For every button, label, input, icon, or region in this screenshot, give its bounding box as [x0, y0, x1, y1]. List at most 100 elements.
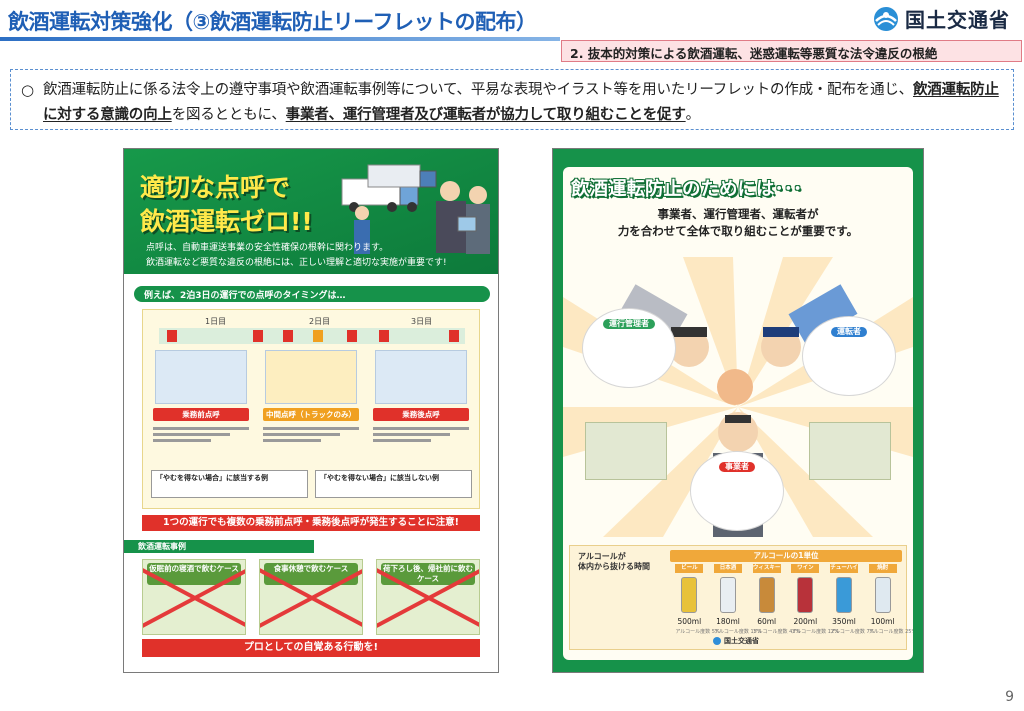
leaflet1-slogan: プロとしての自覚ある行動を!	[142, 639, 480, 657]
ministry-logo: 国土交通省	[873, 4, 1010, 33]
page-number: 9	[1005, 689, 1014, 705]
drink-alcohol-percent: アルコール度数 12%	[791, 629, 839, 635]
case-caption: 食事休憩で飲むケース	[264, 563, 358, 585]
timeline-bar	[159, 328, 465, 344]
business-operator-bubble: 事業者	[691, 452, 783, 530]
timeline-marker	[283, 330, 293, 342]
timeline-marker	[313, 330, 323, 342]
lead-emphasis-2: 事業者、運行管理者及び運転者が協力して取り組むことを促す	[285, 107, 686, 123]
drink-container-icon	[836, 577, 852, 613]
manager-photo-illustration	[585, 422, 667, 480]
non-applicable-case-title: 「やむを得ない場合」に該当しない例	[320, 474, 439, 482]
leaflet1-header-band	[124, 149, 498, 274]
leaflet1-intro-line1: 点呼は、自動車運送事業の安全性確保の根幹に関わります。	[146, 243, 389, 253]
post-duty-check-illustration	[375, 350, 467, 404]
alcohol-unit-heading: アルコールの1単位	[670, 550, 902, 562]
leaflet-roll-call: 適切な点呼で 飲酒運転ゼロ!! 点呼は、自動車運送事業の安全性確保の根幹に関わり…	[123, 148, 499, 673]
drink-item: ウィスキー 60ml アルコール度数 43%	[752, 564, 801, 648]
mid-duty-check-illustration	[265, 350, 357, 404]
drink-alcohol-percent: アルコール度数 7%	[830, 629, 875, 635]
drink-amount: 100ml	[870, 617, 895, 626]
check-description	[373, 424, 469, 456]
role-tag: 事業者	[719, 462, 755, 472]
leaflet1-intro: 点呼は、自動車運送事業の安全性確保の根幹に関わります。 飲酒運転など悪質な違反の…	[146, 241, 447, 271]
applicable-case-title: 「やむを得ない場合」に該当する例	[156, 474, 268, 482]
check-description	[263, 424, 359, 456]
leaflet2-content-area: 運行管理者 運転者 事業者 アルコールが 体内から抜ける時間 アルコールの1単位…	[563, 167, 913, 660]
ministry-emblem-icon	[874, 6, 898, 31]
leaflet1-warning-banner: 1つの運行でも複数の乗務前点呼・乗務後点呼が発生することに注意!	[142, 515, 480, 531]
drink-name: ウィスキー	[752, 564, 781, 573]
drink-item: ビール 500ml アルコール度数 5%	[675, 564, 720, 648]
drink-alcohol-percent: アルコール度数 43%	[752, 629, 801, 635]
leaflet1-cases-heading: 飲酒運転事例	[124, 540, 314, 553]
timeline-marker	[449, 330, 459, 342]
day-label: 1日目	[205, 317, 227, 326]
leaflet1-intro-line2: 飲酒運転など悪質な違反の根絶には、正しい理解と適切な実施が重要です!	[146, 258, 447, 268]
timeline-marker	[253, 330, 263, 342]
leaflet1-headline-line2: 飲酒運転ゼロ!!	[140, 207, 313, 236]
leaflet2-footer-text: 国土交通省	[724, 637, 759, 645]
non-applicable-case-box: 「やむを得ない場合」に該当しない例	[315, 470, 472, 498]
case-caption: 仮眠前の寝酒で飲むケース	[147, 563, 241, 585]
drink-amount: 180ml	[716, 617, 740, 626]
leaflet-cooperation: 運行管理者 運転者 事業者 アルコールが 体内から抜ける時間 アルコールの1単位…	[552, 148, 924, 673]
drink-amount: 60ml	[757, 617, 777, 626]
lead-text-part1: 飲酒運転防止に係る法令上の遵守事項や飲酒運転事例等について、平易な表現やイラスト…	[43, 82, 913, 98]
leaflet2-lead-line1: 事業者、運行管理者、運転者が	[657, 207, 819, 221]
drink-amount: 500ml	[677, 617, 702, 626]
drink-alcohol-percent: アルコール度数 25%	[868, 629, 913, 635]
drink-container-icon	[797, 577, 814, 613]
drink-amount: 200ml	[793, 617, 818, 626]
lead-text-part2: を図るとともに、	[171, 107, 286, 123]
alcohol-heading-line1: アルコールが	[578, 552, 626, 561]
role-tag: 運転者	[831, 327, 867, 337]
drink-name: ビール	[675, 564, 704, 573]
drink-container-icon	[681, 577, 698, 613]
drink-item: ワイン 200ml アルコール度数 12%	[791, 564, 839, 648]
drink-alcohol-percent: アルコール度数 5%	[675, 629, 720, 635]
drink-name: ワイン	[791, 564, 820, 573]
day-label: 2日目	[309, 317, 331, 326]
drunk-driving-cases: 仮眠前の寝酒で飲むケース 食事休憩で飲むケース 荷下ろし後、帰社前に飲むケース	[142, 559, 480, 635]
drink-name: チューハイ	[830, 564, 858, 573]
drink-amount: 350ml	[832, 617, 856, 626]
drink-name: 日本酒	[714, 564, 742, 573]
trucks-and-staff-illustration	[341, 164, 490, 254]
alcohol-heading-line2: 体内から抜ける時間	[578, 562, 650, 571]
timeline-marker	[347, 330, 357, 342]
timeline-marker	[167, 330, 177, 342]
drink-name: 焼酎	[868, 564, 897, 573]
lead-text-box: ○ 飲酒運転防止に係る法令上の遵守事項や飲酒運転事例等について、平易な表現やイラ…	[10, 69, 1014, 130]
check-pill-pre: 乗務前点呼	[153, 408, 249, 421]
role-tag: 運行管理者	[603, 319, 655, 329]
ministry-emblem-icon	[713, 637, 721, 645]
operations-manager-bubble: 運行管理者	[583, 309, 675, 387]
section-subtitle: 2. 抜本的対策による飲酒運転、迷惑運転等悪質な法令違反の根絶	[561, 40, 1022, 62]
ministry-name: 国土交通省	[905, 8, 1010, 32]
alcohol-unit-panel: アルコールが 体内から抜ける時間 アルコールの1単位 ビール 500ml アルコール…	[569, 545, 913, 650]
case-card: 荷下ろし後、帰社前に飲むケース	[376, 559, 480, 635]
drink-container-icon	[720, 577, 736, 613]
leaflet2-lead-line2: 力を合わせて全体で取り組むことが重要です。	[617, 224, 859, 238]
leaflet2-lead: 事業者、運行管理者、運転者が 力を合わせて全体で取り組むことが重要です。	[583, 206, 893, 240]
drink-item: 焼酎 100ml アルコール度数 25%	[868, 564, 913, 648]
case-caption: 荷下ろし後、帰社前に飲むケース	[381, 563, 475, 585]
lead-bullet: ○	[21, 81, 34, 99]
case-card: 食事休憩で飲むケース	[259, 559, 363, 635]
leaflet2-title: 飲酒運転防止のためには･･･	[571, 179, 803, 200]
pre-duty-check-illustration	[155, 350, 247, 404]
lead-emphasis-1: 飲酒運転防止に対する意識の向上	[43, 82, 999, 123]
page-title: 飲酒運転対策強化（③飲酒運転防止リーフレットの配布）	[8, 10, 537, 34]
drink-item: チューハイ 350ml アルコール度数 7%	[830, 564, 875, 648]
lead-text-part3: 。	[685, 107, 701, 123]
leaflet2-footer: 国土交通省	[713, 636, 759, 646]
driver-photo-illustration	[809, 422, 891, 480]
check-description	[153, 424, 249, 456]
applicable-case-box: 「やむを得ない場合」に該当する例	[151, 470, 308, 498]
check-pill-post: 乗務後点呼	[373, 408, 469, 421]
timeline-marker	[379, 330, 389, 342]
day-label: 3日目	[411, 317, 433, 326]
